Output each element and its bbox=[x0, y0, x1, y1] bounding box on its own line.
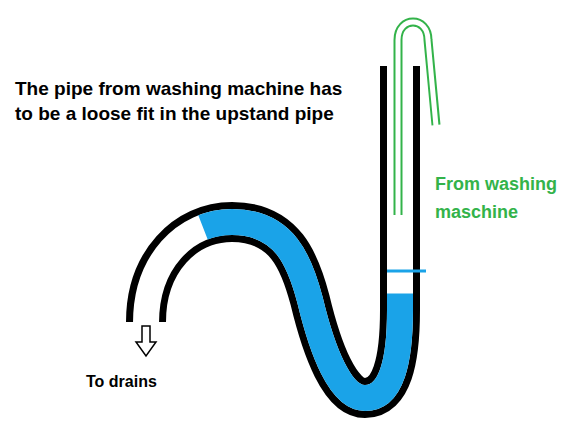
note-text: The pipe from washing machine has to be … bbox=[15, 76, 360, 126]
hose-bore bbox=[398, 22, 436, 216]
drain-arrow bbox=[136, 326, 156, 356]
water-surface bbox=[387, 270, 426, 273]
hose-outline bbox=[398, 22, 436, 215]
drain-label: To drains bbox=[86, 372, 206, 392]
hose-label: From washing maschine bbox=[435, 170, 583, 226]
